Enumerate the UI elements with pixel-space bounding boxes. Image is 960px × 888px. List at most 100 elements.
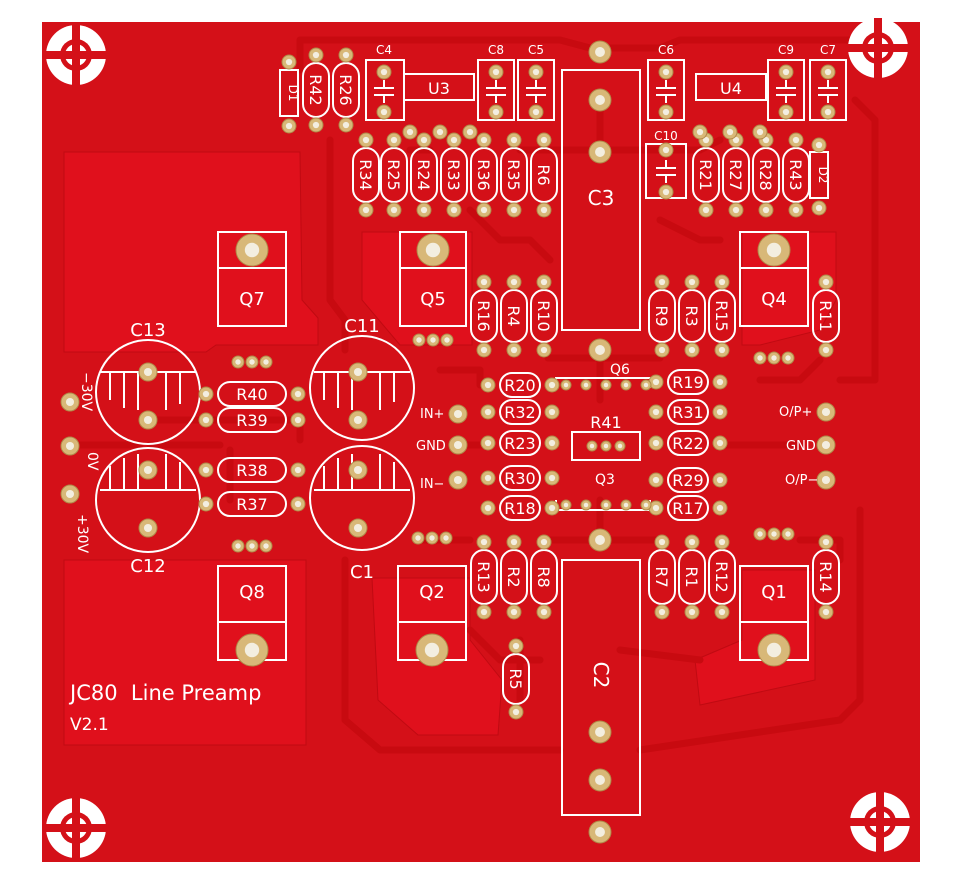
label-r21: R21 (696, 159, 715, 190)
label-zero-v: 0V (84, 452, 100, 471)
label-gnd-in: GND (416, 439, 446, 454)
resistor-r38: R38 (217, 457, 287, 483)
label-r38: R38 (236, 461, 267, 480)
pad-r21-b (698, 202, 714, 218)
pad-r38-a (198, 462, 214, 478)
pad-r42-a (308, 47, 324, 63)
pad-small-12 (658, 142, 674, 158)
pad-transistor-tab-1 (416, 233, 450, 267)
label-q4: Q4 (761, 289, 787, 310)
pad-transistor-leg-8 (781, 351, 795, 365)
pad-r9-a (654, 274, 670, 290)
pad-r39-b (290, 412, 306, 428)
pad-r32-b (544, 404, 560, 420)
pad-r7-b (654, 604, 670, 620)
resistor-r5: R5 (502, 653, 530, 705)
label-c12: C12 (130, 556, 165, 577)
pad-r12-b (714, 604, 730, 620)
pad-r18-a (480, 500, 496, 516)
pad-r8-b (536, 604, 552, 620)
pad-film-cap-7 (588, 820, 612, 844)
resistor-r4: R4 (500, 289, 528, 343)
pad-transistor-leg-12 (411, 531, 425, 545)
pad-r23-a (480, 435, 496, 451)
label-r26: R26 (336, 74, 355, 105)
pad-transistor-leg-10 (245, 539, 259, 553)
pad-small-7 (658, 104, 674, 120)
pad-transistor-leg-4 (426, 333, 440, 347)
pad-small-transistor-7 (600, 499, 612, 511)
pad-small-transistor-4 (640, 379, 652, 391)
label-r8: R8 (534, 566, 553, 587)
resistor-r33: R33 (440, 147, 468, 203)
pad-r15-a (714, 274, 730, 290)
pad-small-8 (778, 64, 794, 80)
resistor-r42: R42 (302, 62, 330, 118)
pad-small-23 (752, 124, 768, 140)
pad-electrolytic-7 (348, 518, 368, 538)
pad-small-13 (658, 184, 674, 200)
pad-r1-a (684, 534, 700, 550)
label-q2: Q2 (419, 582, 445, 603)
pad-r6-a (536, 132, 552, 148)
pad-r27-b (728, 202, 744, 218)
pad-r14-a (818, 534, 834, 550)
pad-small-transistor-8 (620, 499, 632, 511)
pad-small-20 (462, 124, 478, 140)
mounting-hole-br (850, 792, 910, 852)
pad-small-9 (778, 104, 794, 120)
label-c9: C9 (778, 43, 794, 57)
pad-transistor-tab-0 (235, 233, 269, 267)
pad-r23-b (544, 435, 560, 451)
label-plus-30v: +30V (74, 514, 90, 554)
pad-small-transistor-10 (586, 440, 598, 452)
label-c13: C13 (130, 320, 165, 341)
pad-small-15 (281, 118, 297, 134)
pad-r34-a (358, 132, 374, 148)
capacitor-c1: C1 (309, 445, 415, 583)
pad-r34-b (358, 202, 374, 218)
pad-r6-b (536, 202, 552, 218)
label-u4: U4 (720, 79, 742, 98)
pad-small-6 (658, 64, 674, 80)
label-r1: R1 (682, 566, 701, 587)
label-d1: D1 (286, 85, 300, 102)
pad-r22-b (712, 435, 728, 451)
pad-r24-b (416, 202, 432, 218)
pad-transistor-leg-17 (781, 527, 795, 541)
resistor-r40: R40 (217, 381, 287, 407)
pad-film-cap-4 (588, 528, 612, 552)
pad-electrolytic-6 (348, 460, 368, 480)
label-r35: R35 (504, 159, 523, 190)
pad-film-cap-3 (588, 338, 612, 362)
label-q8: Q8 (239, 582, 265, 603)
pad-small-16 (811, 137, 827, 153)
pad-r25-a (386, 132, 402, 148)
label-r10: R10 (534, 300, 553, 331)
resistor-r22: R22 (667, 430, 709, 456)
label-r23: R23 (504, 434, 535, 453)
pad-small-transistor-3 (620, 379, 632, 391)
pad-transistor-tab-4 (415, 633, 449, 667)
pad-transistor-leg-1 (245, 355, 259, 369)
pad-r7-a (654, 534, 670, 550)
pad-small-22 (722, 124, 738, 140)
pad-connector-3 (448, 404, 468, 424)
pad-r20-a (480, 377, 496, 393)
mounting-hole-bl (46, 798, 106, 858)
pad-small-0 (376, 64, 392, 80)
pad-r12-a (714, 534, 730, 550)
pad-transistor-leg-5 (440, 333, 454, 347)
resistor-r25: R25 (380, 147, 408, 203)
pad-small-2 (488, 64, 504, 80)
pad-transistor-tab-5 (757, 633, 791, 667)
resistor-r32: R32 (499, 399, 541, 425)
pad-r29-b (712, 472, 728, 488)
pad-r19-b (712, 374, 728, 390)
pad-r24-a (416, 132, 432, 148)
pad-film-cap-0 (588, 40, 612, 64)
label-r41: R41 (590, 413, 621, 432)
label-in-minus: IN− (420, 477, 444, 492)
pad-r9-b (654, 342, 670, 358)
transistor-q7: Q7 (217, 231, 287, 327)
